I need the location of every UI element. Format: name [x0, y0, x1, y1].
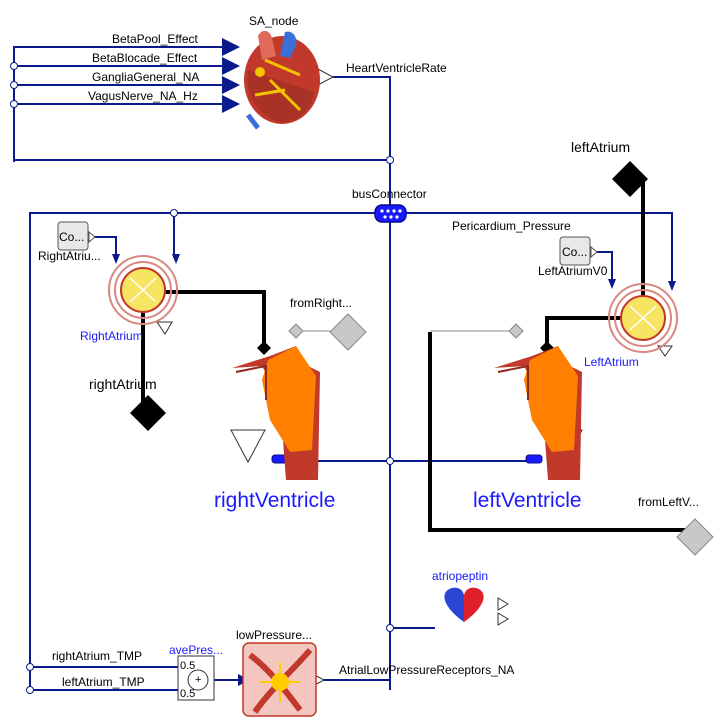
gray-flow-ports	[288, 313, 714, 556]
beta-blocade-label: BetaBlocade_Effect	[92, 51, 198, 65]
ventricle-heart-icon[interactable]	[232, 346, 320, 480]
low-pressure-label: lowPressure...	[236, 628, 313, 642]
bus-connector-icon[interactable]	[374, 204, 407, 223]
pericardium-label: Pericardium_Pressure	[452, 219, 571, 233]
sa-node-input-arrows	[112, 38, 676, 686]
from-right-label: fromRight...	[290, 296, 353, 310]
ventricle-bus-ports	[271, 454, 543, 464]
from-left-label: fromLeftV...	[638, 495, 699, 509]
heart-ventricle-rate-label: HeartVentricleRate	[346, 61, 447, 75]
ganglia-label: GangliaGeneral_NA	[92, 70, 200, 84]
gain-top-label: 0.5	[180, 660, 196, 672]
heart-anatomy-icon[interactable]	[244, 30, 320, 130]
gain-bottom-label: 0.5	[180, 688, 196, 700]
low-pressure-receptor-icon[interactable]	[242, 642, 317, 717]
left-atrium-tmp-label: leftAtrium_TMP	[62, 675, 145, 689]
left-ventricle-label: leftVentricle	[473, 489, 582, 512]
right-atrium-v0-const-label: Co...	[59, 230, 85, 244]
left-atrium-comp-label: LeftAtrium	[584, 355, 639, 369]
ventricle-heart-icon[interactable]	[494, 346, 582, 480]
sa-node-label: SA_node	[249, 14, 299, 28]
beta-pool-label: BetaPool_Effect	[112, 32, 198, 46]
right-atrium-comp-label: RightAtrium	[80, 329, 143, 343]
atrium-compartment-icon[interactable]	[608, 283, 678, 353]
constant-blocks	[57, 221, 598, 266]
average-pressure-block[interactable]	[177, 655, 215, 701]
sum-plus-label: +	[195, 674, 202, 686]
left-atrium-v0-label: LeftAtriumV0	[538, 264, 608, 278]
wire-junctions	[10, 62, 394, 694]
right-ventricle-label: rightVentricle	[214, 489, 336, 512]
left-atrium-port-label: leftAtrium	[571, 139, 631, 155]
right-atrium-tmp-label: rightAtrium_TMP	[52, 649, 143, 663]
right-atrium-v0-label: RightAtriu...	[38, 249, 101, 263]
atrium-compartment-icon[interactable]	[108, 255, 178, 325]
atrial-lpr-label: AtrialLowPressureReceptors_NA	[339, 663, 515, 677]
atriopeptin-heart-icon[interactable]	[444, 587, 484, 622]
ave-pres-label: avePres...	[169, 643, 224, 657]
vagus-label: VagusNerve_NA_Hz	[88, 89, 198, 103]
bus-connector-label: busConnector	[352, 187, 427, 201]
right-atrium-port-label: rightAtrium	[89, 376, 157, 392]
left-atrium-v0-const-label: Co...	[562, 245, 588, 259]
pressure-flow-lines	[141, 176, 690, 532]
atriopeptin-label: atriopeptin	[432, 569, 489, 583]
